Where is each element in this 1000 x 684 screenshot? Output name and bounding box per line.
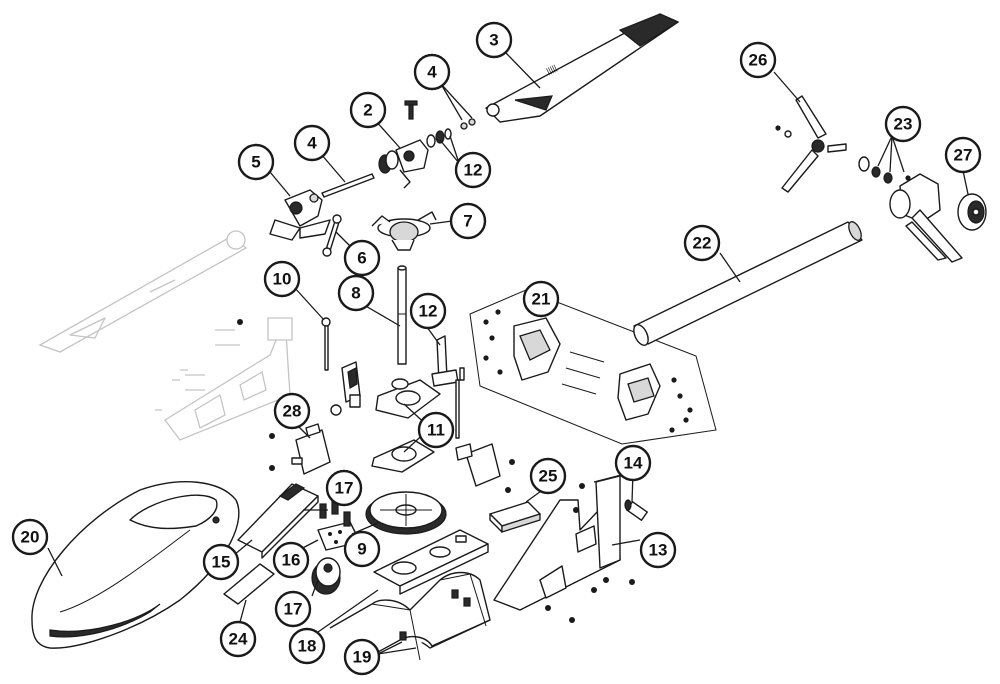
callout-10: 10 [263,260,301,298]
callout-label: 2 [363,101,372,120]
motor [311,557,341,595]
callout-label: 17 [335,479,354,498]
callout-label: 14 [624,454,643,473]
tail-boom [633,221,863,346]
tail-motor [957,193,987,231]
callout-22: 22 [683,224,721,262]
callout-3: 3 [475,21,513,59]
battery-pack [237,483,319,559]
main-gear [365,491,447,535]
callout-4-upper: 4 [413,53,451,91]
callout-label: 28 [283,402,302,421]
callout-17-lower: 17 [274,590,312,628]
blade-grip-hardware [404,100,476,148]
callout-label: 18 [298,637,317,656]
callout-label: 21 [532,290,551,309]
ghost-side-frame [155,317,293,441]
callout-27: 27 [944,136,982,174]
anti-rotation-bracket [431,335,465,387]
callout-label: 27 [954,146,973,165]
callout-14: 14 [614,444,652,482]
callout-5: 5 [237,143,275,181]
callout-6: 6 [343,239,381,277]
callout-label: 16 [282,551,301,570]
callout-label: 7 [463,212,472,231]
rotor-head [378,139,429,189]
canopy [31,481,240,649]
callout-label: 15 [212,553,231,572]
callout-21: 21 [522,280,560,318]
callout-12-upper: 12 [454,151,492,189]
callout-18: 18 [288,627,326,665]
callout-label: 26 [749,51,768,70]
callout-label: 12 [419,302,438,321]
callout-25: 25 [529,457,567,495]
callout-label: 4 [427,63,437,82]
callout-label: 13 [649,541,668,560]
tail-rotor [775,95,847,193]
callout-label: 24 [229,630,248,649]
servo-28 [291,423,331,475]
servo-right [455,379,501,487]
callout-label: 10 [273,270,292,289]
callout-label: 20 [21,528,40,547]
tail-gearbox [858,156,963,263]
callout-4-lower: 4 [293,124,331,162]
callout-9: 9 [343,530,381,568]
servo-left [330,361,361,416]
boom-pin [624,499,648,521]
callout-13: 13 [639,531,677,569]
bearing-block-upper [375,378,441,419]
callout-label: 25 [539,467,558,486]
foam-pad [223,563,275,605]
callout-2: 2 [349,91,387,129]
callout-11: 11 [417,411,455,449]
callout-label: 11 [427,421,445,440]
callout-label: 17 [284,600,303,619]
callout-24: 24 [219,620,257,658]
main-blade: ||||| [485,13,680,123]
swashplate [371,211,437,251]
ghost-main-blade [38,230,248,353]
callout-15: 15 [202,543,240,581]
callout-23: 23 [884,105,922,143]
right-side-frame [493,475,635,623]
spindle-shaft [321,173,375,198]
receiver-box [489,459,541,533]
washout-assembly [269,189,331,241]
callout-12-lower: 12 [409,292,447,330]
callout-19: 19 [343,638,381,676]
callout-label: 23 [894,115,913,134]
landing-skid [329,571,491,665]
callout-7: 7 [449,202,487,240]
callout-label: 9 [357,540,366,559]
callout-20: 20 [11,518,49,556]
svg-text:|||||: ||||| [545,63,558,76]
bearing-block-lower [371,439,435,473]
small-screws-left [237,319,275,471]
callout-label: 5 [251,153,260,172]
callout-label: 8 [351,284,360,303]
callout-label: 4 [307,134,317,153]
callout-17-upper: 17 [325,469,363,507]
main-shaft [397,265,407,365]
callout-16: 16 [272,541,310,579]
bottom-plate [373,529,489,595]
callout-28: 28 [273,392,311,430]
callout-label: 6 [357,249,366,268]
servo-linkage [321,317,331,371]
callout-label: 3 [489,31,498,50]
callout-8: 8 [337,274,375,312]
callout-label: 19 [353,648,372,667]
callout-label: 22 [693,234,712,253]
callout-label: 12 [464,161,483,180]
linkage-rod [322,214,342,257]
callout-26: 26 [739,41,777,79]
